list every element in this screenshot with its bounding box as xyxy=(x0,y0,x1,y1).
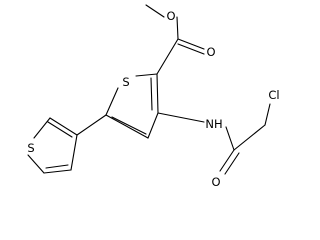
bond-ring-link xyxy=(76,114,107,136)
bond-ring-c2-s xyxy=(135,73,158,77)
molecule-structure: S S O O NH O Cl xyxy=(27,4,280,189)
bond-o-carbonyl-c xyxy=(176,16,179,40)
bond-outer-c5-c4 xyxy=(43,169,72,174)
bond-ring-s-c5 xyxy=(105,87,119,116)
bond-ring-c5-c4-double xyxy=(111,116,147,135)
atom-o-ester-carbonyl: O xyxy=(206,45,215,59)
bond-amide-c-o-1 xyxy=(219,149,235,172)
bond-ring-c3-c2-double xyxy=(150,77,153,111)
atom-o-amide: O xyxy=(211,175,220,189)
bond-carbonyl-c-ring xyxy=(156,38,179,75)
bond-nh-amide-c xyxy=(225,126,235,151)
bond-outer-c4-c3 xyxy=(70,134,78,171)
bond-carbonyl-c-o-1 xyxy=(177,38,205,50)
atom-nh: NH xyxy=(205,117,222,131)
bond-ring-c4-c3 xyxy=(147,112,159,139)
atom-s-outer: S xyxy=(27,141,34,155)
bond-ring-nh xyxy=(157,112,205,123)
bond-ring-c3-c2 xyxy=(156,73,159,114)
atom-o-ester: O xyxy=(166,9,175,23)
bond-outer-c2-s xyxy=(33,117,51,139)
atom-cl: Cl xyxy=(268,88,279,102)
bond-amide-c-o-2 xyxy=(224,152,240,175)
bond-outer-c5-c4-double xyxy=(45,164,69,169)
bond-outer-s-c5 xyxy=(27,154,45,174)
bond-ch2-cl xyxy=(264,103,271,126)
atom-s-core: S xyxy=(122,75,129,89)
bond-methyl-o xyxy=(145,4,165,18)
bond-carbonyl-c-o-2 xyxy=(177,43,205,55)
bond-outer-c3-c2 xyxy=(49,117,78,136)
bond-outer-c3-c2-double xyxy=(47,121,73,138)
bond-ring-c5-c4 xyxy=(105,114,149,139)
bond-amide-c-ch2 xyxy=(233,124,266,151)
